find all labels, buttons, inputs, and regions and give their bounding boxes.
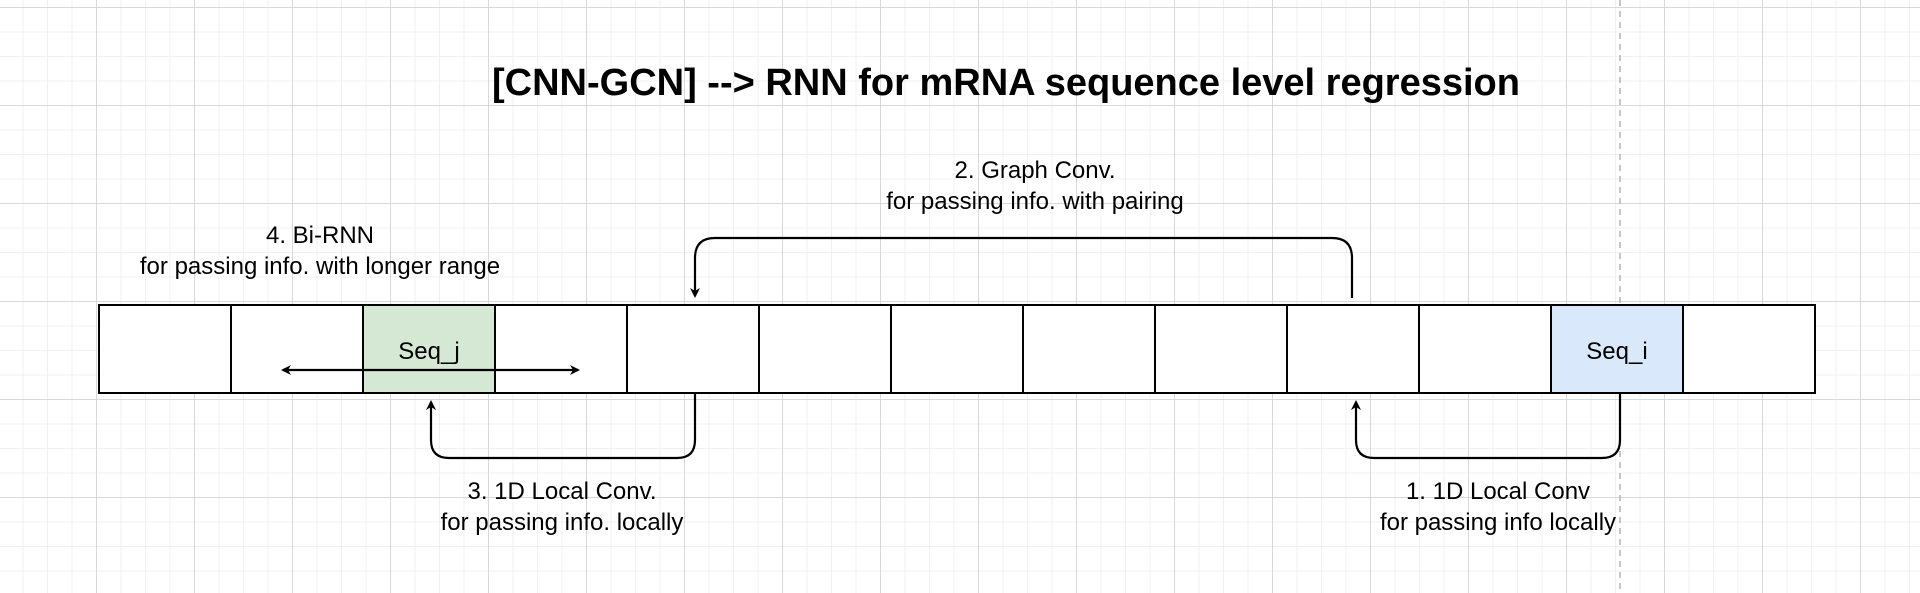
local-conv-1-title: 1. 1D Local Conv [1405,478,1591,505]
local-conv-3-arrow[interactable] [426,393,697,460]
graph-conv-description: for passing info. with pairing [886,188,1184,215]
local-conv-1-description: for passing info locally [1379,509,1617,536]
graph-conv-title: 2. Graph Conv. [954,157,1116,184]
sequence-cell[interactable] [890,304,1024,394]
sequence-cell[interactable] [758,304,892,394]
sequence-cell[interactable] [494,304,628,394]
bi-rnn-title: 4. Bi-RNN [265,222,374,249]
sequence-cell[interactable] [230,304,364,394]
sequence-cell[interactable] [1154,304,1288,394]
seq-j-label: Seq_j [398,338,460,365]
diagram-title: [CNN-GCN] --> RNN for mRNA sequence leve… [492,62,1520,104]
local-conv-3-annotation: 3. 1D Local Conv. for passing info. loca… [362,476,762,538]
local-conv-1-annotation: 1. 1D Local Conv for passing info locall… [1298,476,1698,538]
sequence-cell[interactable] [1286,304,1420,394]
sequence-cells [98,304,1816,394]
sequence-cell[interactable] [1022,304,1156,394]
seq-i-cell[interactable] [1550,304,1684,394]
local-conv-1-arrow[interactable] [1351,393,1622,460]
sequence-cell[interactable] [98,304,232,394]
sequence-cell[interactable] [1418,304,1552,394]
graph-conv-arrow[interactable] [690,236,1354,298]
seq-i-label: Seq_i [1586,338,1648,365]
graph-conv-annotation: 2. Graph Conv. for passing info. with pa… [835,155,1235,217]
local-conv-3-description: for passing info. locally [440,509,684,536]
local-conv-3-title: 3. 1D Local Conv. [467,478,657,505]
sequence-cell[interactable] [626,304,760,394]
sequence-cell[interactable] [1682,304,1816,394]
bi-rnn-annotation: 4. Bi-RNN for passing info. with longer … [120,220,520,282]
bi-rnn-description: for passing info. with longer range [139,253,501,280]
seq-j-cell[interactable] [362,304,496,394]
